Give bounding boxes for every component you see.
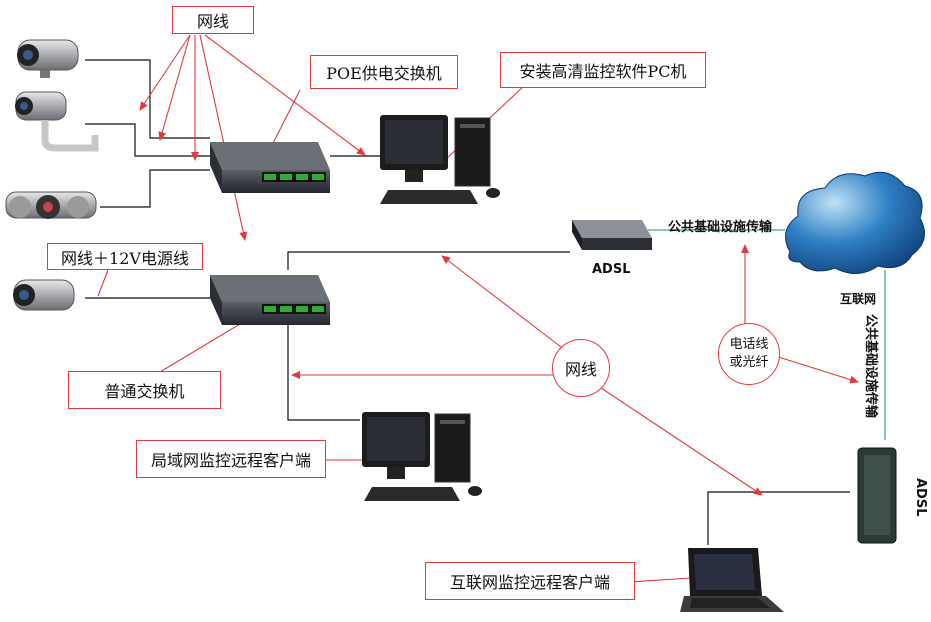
public-infra-vertical-label: 公共基础设施传输: [863, 314, 878, 419]
adsl-label: ADSL: [592, 262, 631, 277]
cloud-icon: [785, 171, 925, 274]
internet-label: 互联网: [840, 292, 877, 306]
switch-to-lan-pc-link: [287, 325, 360, 421]
camera-icon: [17, 39, 79, 78]
normal-switch-label: 普通交换机: [68, 371, 221, 409]
laptop-to-adsl-link: [707, 491, 850, 545]
desktop-pc-icon: [362, 412, 482, 501]
ptz-camera-icon: [15, 91, 99, 152]
phone-or-fiber-bubble: 电话线或光纤: [718, 323, 780, 385]
internet-client-label: 互联网监控远程客户端: [425, 562, 635, 600]
switch-to-adsl-link: [287, 251, 570, 270]
annotation-arrows: [97, 34, 859, 583]
public-infra-label: 公共基础设施传输: [668, 220, 773, 235]
adsl-vertical-label: ADSL: [913, 478, 928, 517]
switch-icon: [210, 142, 330, 193]
camera-icon: [13, 279, 75, 311]
desktop-pc-icon: [380, 115, 500, 204]
router-icon: [572, 220, 652, 250]
poe-switch-label: POE供电交换机: [310, 55, 458, 89]
ir-camera-icon: [5, 191, 97, 219]
network-cable-label: 网线: [172, 6, 254, 34]
switch-icon: [210, 275, 330, 325]
router-icon: [857, 447, 897, 544]
cable-12v-label: 网线＋12V电源线: [47, 243, 203, 270]
cam3-link: [100, 169, 210, 208]
connection-lines: [85, 59, 886, 545]
cam2-link: [85, 123, 210, 157]
network-cable-bubble: 网线: [552, 339, 610, 397]
cam1-link: [85, 59, 210, 139]
hd-pc-label: 安装高清监控软件PC机: [500, 52, 706, 88]
lan-client-label: 局域网监控远程客户端: [136, 440, 326, 478]
laptop-icon: [680, 548, 784, 612]
